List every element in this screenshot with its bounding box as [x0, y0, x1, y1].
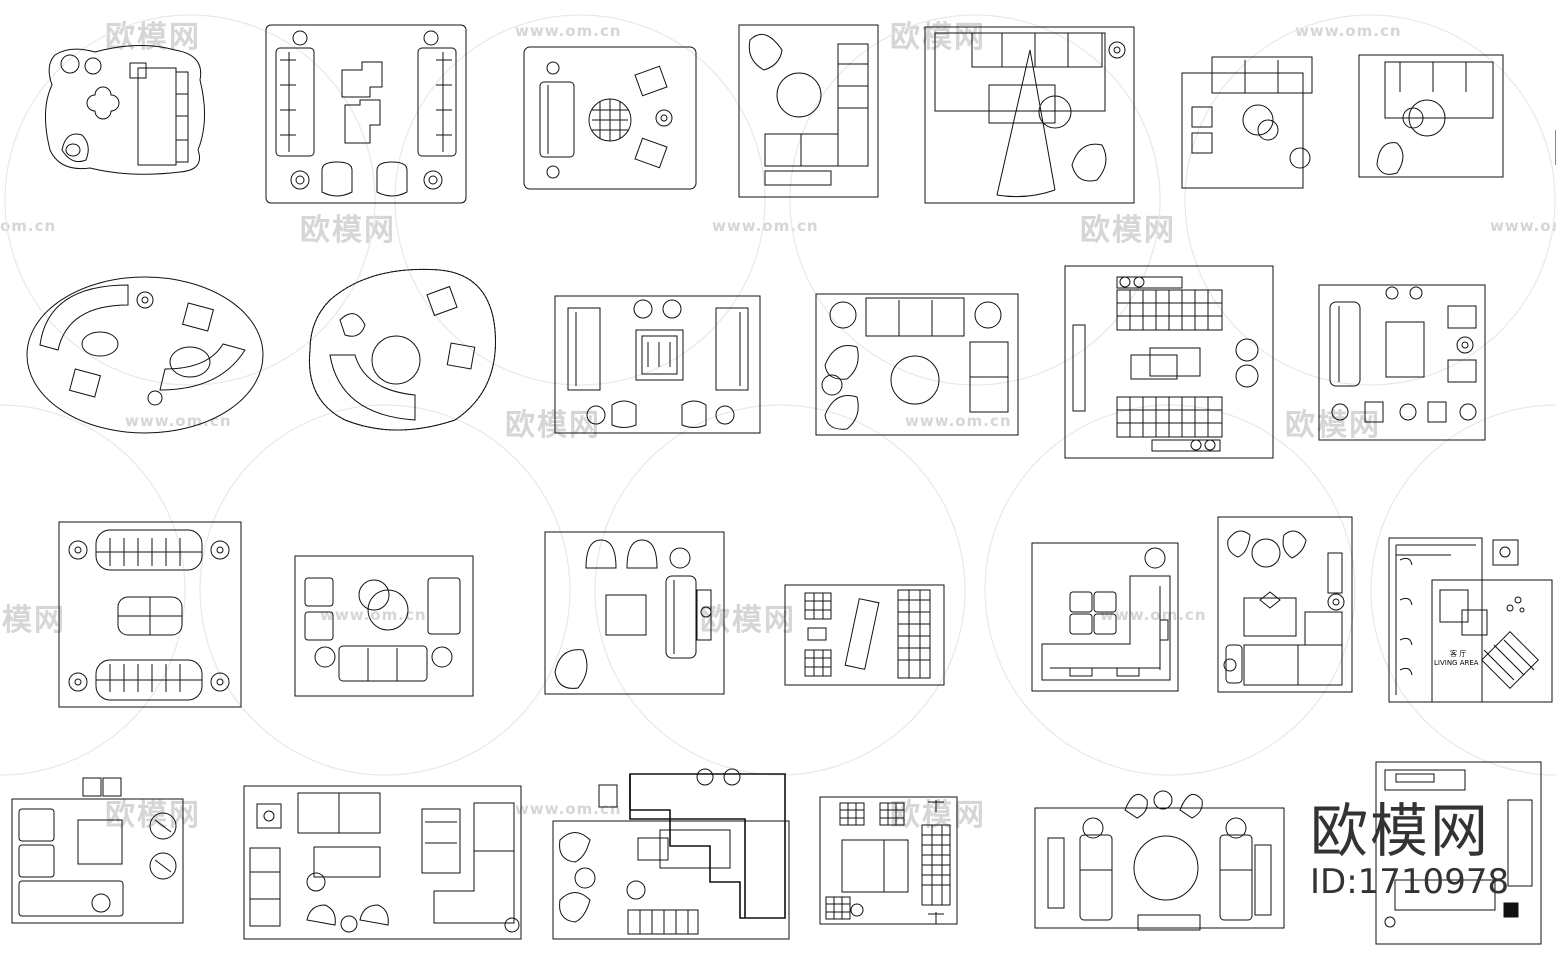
living-area-label-en: LIVING AREA [1434, 659, 1479, 667]
plan-sofa-tea [1181, 56, 1313, 189]
plan-l-sofa-squares [1031, 542, 1179, 692]
plan-oval-curved [26, 276, 264, 434]
plan-speckled-rug [308, 268, 496, 431]
brand-mark: 欧模网 ID:1710978 [1310, 800, 1509, 902]
plan-round-table-sofas [1034, 790, 1285, 931]
plan-grid-panels [819, 796, 958, 925]
plan-sofa-tea-chairs [1217, 516, 1353, 693]
plan-chairs-sofa [544, 531, 725, 695]
plan-bold-corner-sofa [552, 768, 790, 940]
plan-sofa-lamp [924, 26, 1135, 204]
model-id: ID:1710978 [1310, 862, 1510, 902]
plan-modular-seating [243, 785, 522, 940]
plan-grid-tables [784, 584, 945, 686]
watermark-circles [0, 14, 1556, 776]
plan-two-grid-sofas [58, 521, 242, 708]
plan-sofa-armchairs [1318, 284, 1486, 441]
plan-sofa-corner [1358, 54, 1556, 178]
plan-sofa-round-table [815, 293, 1019, 436]
plan-living-area [1388, 537, 1553, 703]
plan-round-rug [523, 46, 697, 190]
plan-twin-sofas [265, 24, 467, 204]
plan-l-sofa-round [738, 24, 879, 198]
plan-l-sofa-cushions [11, 777, 184, 924]
living-area-label-cn: 客 厅 [1450, 650, 1467, 658]
brand-title: 欧模网 [1310, 797, 1491, 865]
plan-sofa-corner-partial [1375, 761, 1542, 945]
plan-grid-sofas [1064, 265, 1274, 459]
plan-rug-sofa [44, 45, 206, 175]
plan-symmetric-sofas [554, 295, 761, 434]
plan-sofa-armchair-round [294, 555, 474, 697]
